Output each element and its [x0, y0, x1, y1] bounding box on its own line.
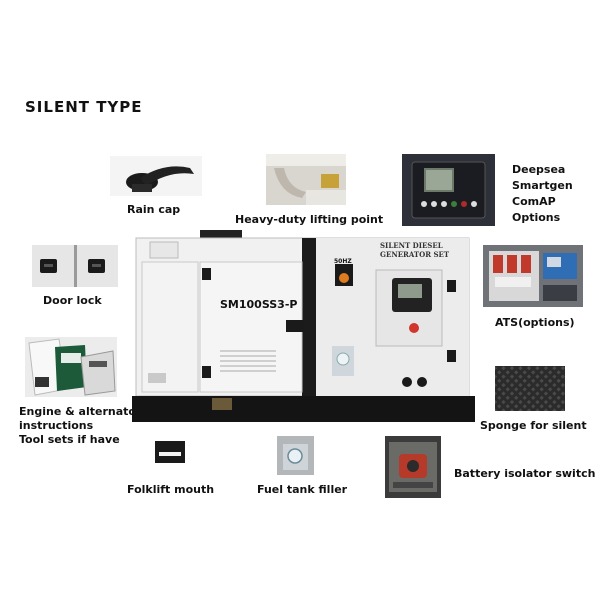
lifting-point-photo — [266, 154, 346, 205]
fuel-filler-photo — [277, 436, 314, 475]
frequency-text: 50HZ — [334, 258, 352, 265]
manuals-label-line: instructions — [19, 419, 94, 432]
door-lock-label: Door lock — [43, 294, 102, 307]
controller-options-list: Deepsea Smartgen ComAP Options — [512, 163, 573, 225]
generator-model-text: SM100SS3-P — [220, 298, 298, 311]
manuals-label-line: Engine & alternator — [19, 405, 142, 418]
battery-switch-photo — [385, 436, 441, 498]
controller-option: ComAP — [512, 195, 556, 208]
battery-switch-label: Battery isolator switch — [454, 467, 596, 480]
controller-option: Options — [512, 211, 561, 224]
sponge-photo — [495, 366, 565, 411]
sponge-label: Sponge for silent — [480, 419, 587, 432]
door-lock-photo — [32, 245, 118, 287]
controller-option: Deepsea — [512, 163, 566, 176]
controller-photo — [402, 154, 495, 226]
ats-photo — [483, 245, 583, 307]
lifting-point-label: Heavy-duty lifting point — [235, 213, 384, 226]
rain-cap-label: Rain cap — [127, 203, 181, 216]
forklift-label: Folklift mouth — [127, 483, 215, 496]
controller-option: Smartgen — [512, 179, 573, 192]
page-title: SILENT TYPE — [25, 98, 143, 116]
generator-side-text: SILENT DIESEL GENERATOR SET — [380, 241, 450, 259]
manuals-photo — [25, 337, 117, 397]
manuals-label: Engine & alternator instructions Tool se… — [19, 405, 141, 447]
ats-label: ATS(options) — [495, 316, 575, 329]
generator-set: SILENT DIESEL GENERATOR SET SM100SS3-P 5… — [132, 228, 477, 433]
forklift-mouth-photo — [155, 441, 185, 463]
manuals-label-line: Tool sets if have — [19, 433, 120, 446]
rain-cap-photo — [110, 156, 202, 196]
fuel-filler-label: Fuel tank filler — [257, 483, 348, 496]
